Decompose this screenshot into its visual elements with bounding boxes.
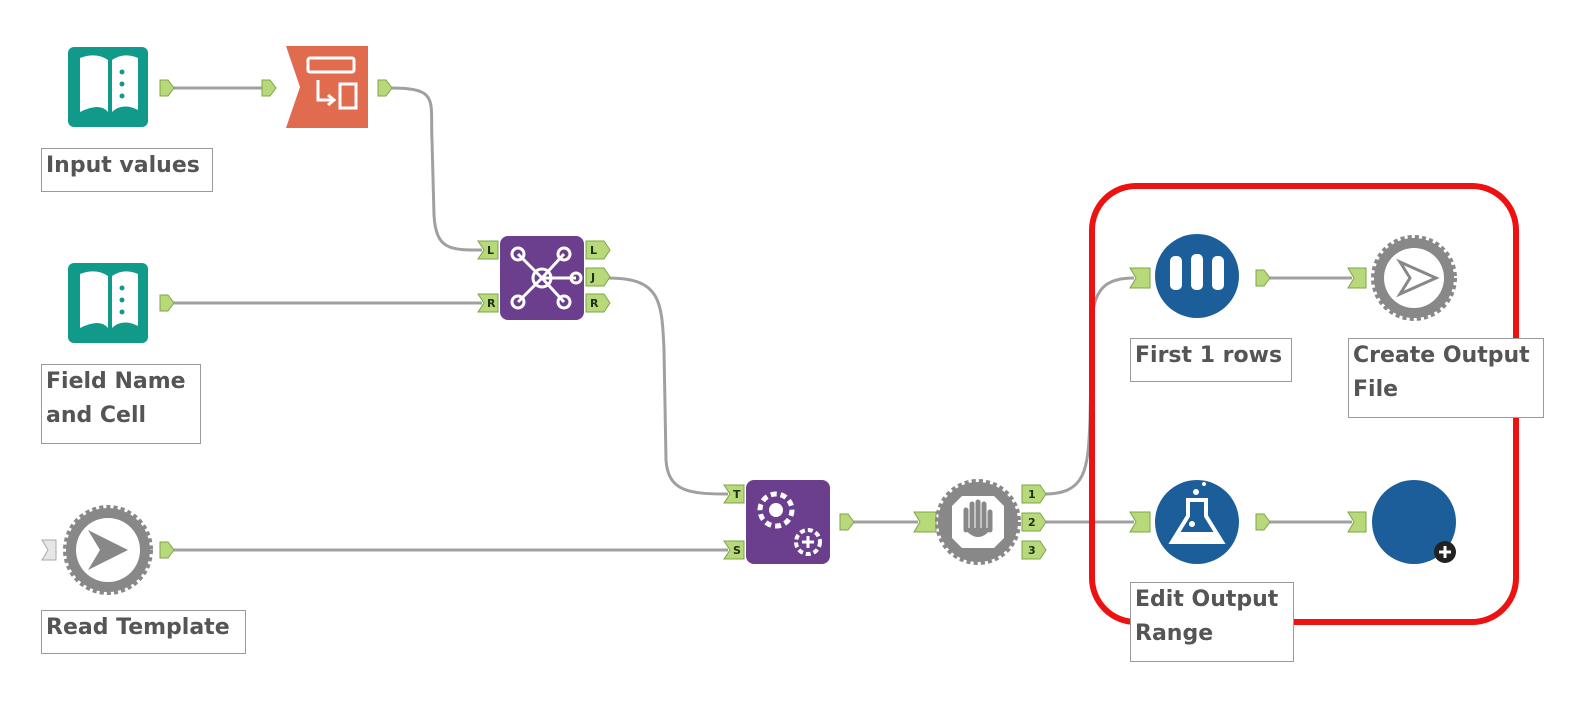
join-tool[interactable]: L R L J R: [477, 236, 611, 320]
formula-tool[interactable]: [1129, 480, 1271, 564]
macro-tool[interactable]: T S: [723, 480, 855, 564]
port-label: R: [590, 297, 599, 310]
port-label: 2: [1028, 516, 1036, 529]
port-label: 1: [1028, 488, 1036, 501]
annotation-input-values[interactable]: Input values: [41, 148, 213, 192]
transform-tool[interactable]: [261, 46, 393, 128]
play-gear-icon: [1396, 258, 1440, 298]
port-label: L: [590, 244, 597, 257]
port-label: T: [733, 488, 741, 501]
input-values-tool[interactable]: [68, 47, 175, 127]
port-label: S: [733, 544, 741, 557]
block-until-done-tool[interactable]: 1 2 3: [913, 479, 1047, 565]
annotation-read-template[interactable]: Read Template: [41, 610, 246, 654]
output-circle-icon: [1372, 480, 1456, 564]
port-label: J: [590, 271, 595, 284]
annotation-create-output-file[interactable]: Create Output File: [1348, 338, 1544, 418]
connector-join-to-macro: [607, 276, 729, 496]
port-label: R: [487, 297, 496, 310]
connector-transform-to-join: [389, 86, 483, 252]
output-tool[interactable]: [1347, 480, 1456, 564]
port-label: L: [487, 244, 494, 257]
annotation-field-name-and-cell[interactable]: Field Name and Cell: [41, 364, 201, 444]
create-output-file-tool[interactable]: [1347, 235, 1457, 321]
annotation-edit-output-range[interactable]: Edit Output Range: [1130, 582, 1294, 662]
annotation-first-1-rows[interactable]: First 1 rows: [1130, 338, 1292, 382]
port-label: 3: [1028, 544, 1036, 557]
sample-tool[interactable]: [1129, 234, 1271, 318]
field-name-input-tool[interactable]: [68, 263, 175, 343]
read-template-tool[interactable]: [41, 505, 175, 595]
